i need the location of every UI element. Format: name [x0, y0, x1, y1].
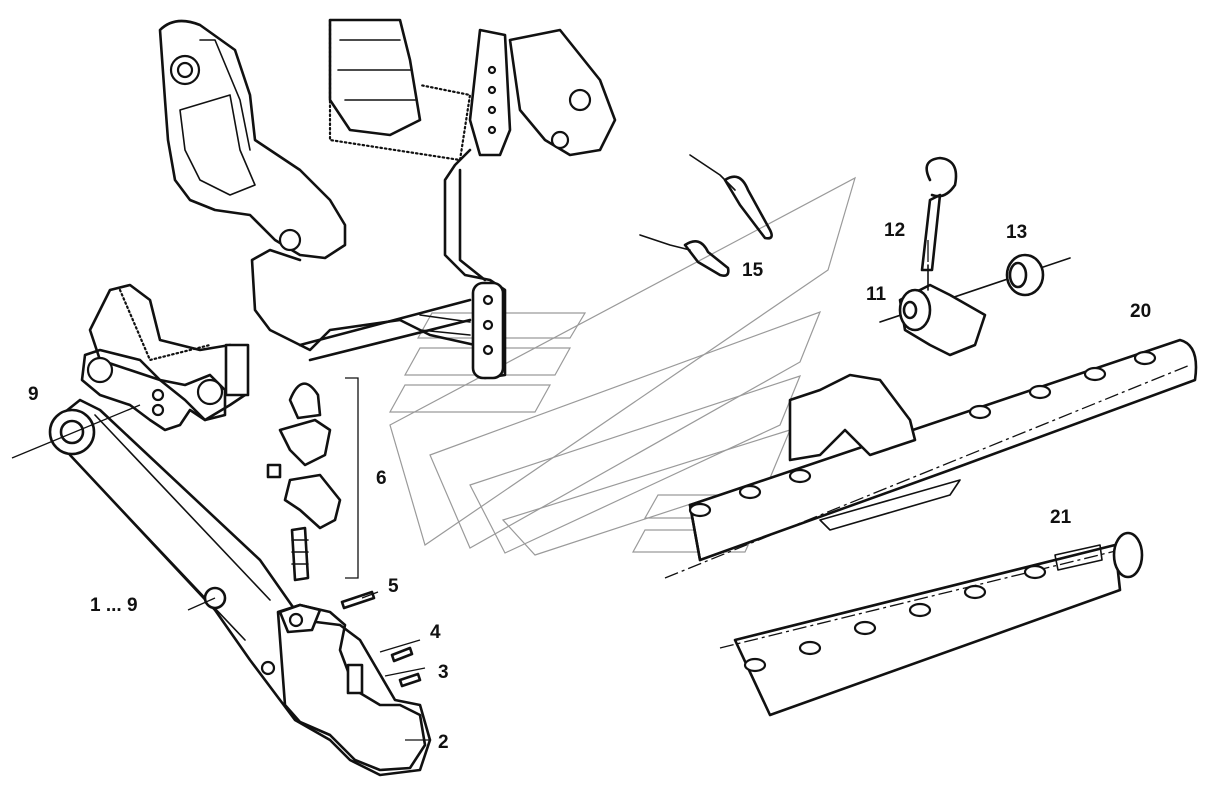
- callout-labels: 1 ... 9 2 3 4 5 6 9 11 12 13 15 20 21: [28, 220, 1151, 753]
- callout-6: 6: [376, 468, 387, 489]
- drawbar-21: [719, 531, 1144, 717]
- latch-parts-group: [266, 377, 359, 582]
- linch-pins: [639, 154, 773, 277]
- ball-and-pin: [879, 156, 1071, 357]
- drawbar-20: [664, 338, 1198, 579]
- watermark-logo: [388, 176, 856, 556]
- callout-3: 3: [438, 662, 449, 683]
- leader-lines: [11, 240, 929, 741]
- callout-5: 5: [388, 576, 399, 597]
- callout-4: 4: [430, 622, 441, 643]
- callout-1-9: 1 ... 9: [90, 595, 138, 616]
- callout-20: 20: [1130, 301, 1151, 322]
- callout-15: 15: [742, 260, 764, 281]
- callout-9: 9: [28, 384, 39, 405]
- lower-link-arm: [48, 398, 432, 777]
- callout-12: 12: [884, 220, 905, 241]
- callout-21: 21: [1050, 507, 1072, 528]
- callout-13: 13: [1006, 222, 1027, 243]
- tractor-rear-frame: [80, 18, 617, 432]
- callout-11: 11: [866, 284, 887, 305]
- callout-2: 2: [438, 732, 449, 753]
